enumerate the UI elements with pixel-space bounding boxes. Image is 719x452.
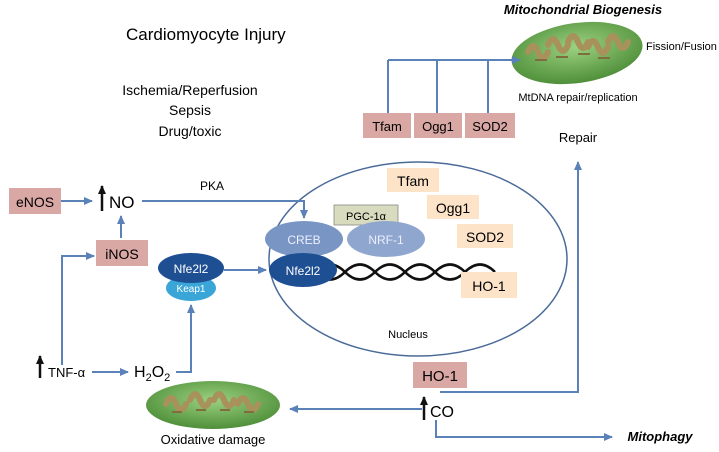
no-to-creb-arrow bbox=[142, 200, 308, 219]
nfe2l2-bound-label: Nfe2l2 bbox=[286, 264, 321, 278]
nrf1-protein bbox=[347, 221, 425, 257]
pgc1a-label: PGC-1α bbox=[346, 211, 387, 223]
gene-ogg1: Ogg1 bbox=[422, 119, 454, 134]
oxidative-damage-label: Oxidative damage bbox=[161, 432, 266, 447]
tnf-to-inos-arrow bbox=[61, 252, 95, 365]
cause-ischemia: Ischemia/Reperfusion bbox=[122, 82, 257, 98]
mtdna-label: MtDNA repair/replication bbox=[518, 92, 637, 104]
inos-box bbox=[96, 240, 148, 266]
keap1-label: Keap1 bbox=[177, 284, 206, 295]
gene-sod2: SOD2 bbox=[472, 119, 507, 134]
creb-label: CREB bbox=[287, 233, 320, 247]
tnf-label: TNF-α bbox=[48, 365, 86, 380]
target-ho1: HO-1 bbox=[472, 278, 506, 294]
mito-biogenesis-title: Mitochondrial Biogenesis bbox=[504, 2, 662, 17]
fission-fusion-label: Fission/Fusion bbox=[646, 41, 717, 53]
nrf1-label: NRF-1 bbox=[368, 233, 404, 247]
inos-label: iNOS bbox=[105, 246, 138, 262]
target-tfam: Tfam bbox=[397, 173, 429, 189]
repair-arrow bbox=[440, 161, 582, 393]
co-label: CO bbox=[430, 404, 454, 421]
h2o2-label: H2O2 bbox=[134, 364, 170, 384]
creb-protein bbox=[265, 221, 343, 257]
mitochondrion-damaged-icon bbox=[146, 381, 280, 429]
nfe2l2-free-protein bbox=[158, 253, 224, 283]
enos-label: eNOS bbox=[16, 194, 54, 210]
biogenesis-connectors bbox=[387, 56, 521, 113]
repair-label: Repair bbox=[559, 130, 598, 145]
no-label: NO bbox=[109, 193, 135, 212]
pka-label: PKA bbox=[200, 179, 224, 193]
biogenesis-gene-boxes: Tfam Ogg1 SOD2 bbox=[363, 113, 515, 138]
nfe2l2-bound-protein bbox=[269, 253, 337, 287]
mitophagy-label: Mitophagy bbox=[628, 429, 694, 444]
enos-box bbox=[9, 188, 61, 214]
nucleus-label: Nucleus bbox=[388, 329, 428, 341]
nfe2l2-free-label: Nfe2l2 bbox=[174, 262, 209, 276]
h2o2-to-keap-arrow bbox=[176, 304, 195, 373]
cause-drug: Drug/toxic bbox=[158, 123, 221, 139]
page-title: Cardiomyocyte Injury bbox=[126, 25, 286, 44]
target-ogg1: Ogg1 bbox=[436, 200, 470, 216]
cause-sepsis: Sepsis bbox=[169, 102, 211, 118]
co-to-mitophagy-arrow bbox=[435, 420, 613, 441]
nucleus-target-genes: Tfam Ogg1 SOD2 HO-1 bbox=[387, 168, 517, 298]
gene-tfam: Tfam bbox=[372, 119, 402, 134]
ho1-label: HO-1 bbox=[422, 368, 458, 385]
ho1-box bbox=[413, 362, 467, 388]
mitochondrion-top-icon bbox=[511, 21, 643, 85]
target-sod2: SOD2 bbox=[466, 229, 504, 245]
